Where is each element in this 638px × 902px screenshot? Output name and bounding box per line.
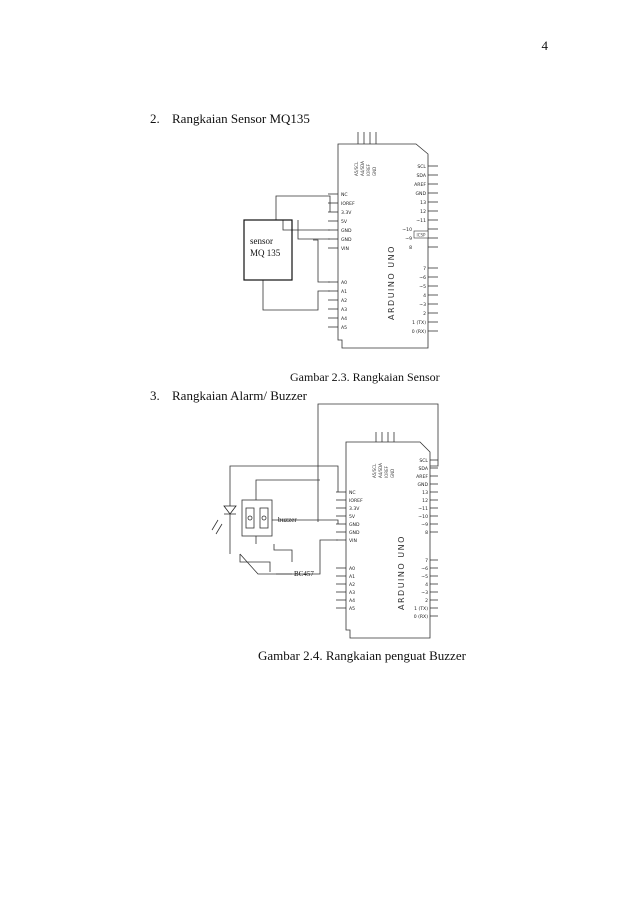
pin-label: ~5 — [421, 574, 428, 580]
pin-label: 8 — [409, 245, 412, 251]
pin-label: A3 — [349, 590, 355, 596]
pin-label: 5V — [341, 219, 348, 225]
pin-label: ~6 — [419, 275, 426, 281]
pin-label: 8 — [425, 530, 428, 536]
pin-label: IOREF — [384, 465, 389, 478]
pin-label: ~6 — [421, 566, 428, 572]
pin-label: ~10 — [418, 514, 428, 520]
pin-label: SCL — [417, 164, 426, 170]
pin-label: ~3 — [419, 302, 426, 308]
pin-label: SDA — [416, 173, 426, 179]
pin-label: A4 — [341, 316, 347, 322]
pin-label: A5/SCL — [372, 463, 377, 478]
section-3-number: 3. — [150, 388, 160, 403]
section-2-heading: 2. Rangkaian Sensor MQ135 — [150, 111, 310, 127]
sensor-label-line2: MQ 135 — [250, 248, 281, 258]
pin-label: 12 — [422, 498, 428, 504]
pin-label: ~9 — [421, 522, 428, 528]
pin-label: AREF — [416, 474, 428, 480]
pin-label: IOREF — [349, 498, 363, 504]
pin-label: ~5 — [419, 284, 426, 290]
pin-label: SDA — [418, 466, 428, 472]
pin-label: 5V — [349, 514, 356, 520]
section-3-title: Rangkaian Alarm/ Buzzer — [172, 388, 308, 403]
pin-label: A0 — [349, 566, 355, 572]
pin-label: 4 — [425, 582, 428, 588]
pin-label: 3.3V — [341, 210, 352, 216]
pin-label: GND — [349, 522, 360, 528]
pin-label: IOREF — [366, 163, 371, 176]
pin-label: A0 — [341, 280, 347, 286]
figure-2-4-caption: Gambar 2.4. Rangkaian penguat Buzzer — [258, 648, 466, 663]
pin-label: 0 (RX) — [412, 329, 427, 335]
pin-label: ~11 — [418, 506, 428, 512]
pin-label: VIN — [341, 246, 349, 252]
pin-label: GND — [417, 482, 428, 488]
figure-2-3-caption: Gambar 2.3. Rangkaian Sensor — [290, 370, 440, 384]
pin-label: 2 — [425, 598, 428, 604]
section-3-heading: 3. Rangkaian Alarm/ Buzzer — [150, 388, 307, 404]
pin-label: 1 (TX) — [414, 606, 428, 612]
buzzer-circuit-figure: buzzer BC457 ARDUINO UNO NC IOREF 3.3V 5… — [211, 403, 439, 639]
page-number: 4 — [541, 38, 549, 53]
pin-label: A5/SCL — [354, 161, 359, 176]
transistor-label: BC457 — [294, 570, 314, 578]
pin-label: 13 — [422, 490, 428, 496]
pin-label: GND — [341, 237, 352, 243]
pin-label: GND — [349, 530, 360, 536]
icsp-label: ICSP — [417, 233, 427, 238]
pin-label: ~11 — [416, 218, 426, 224]
section-2-title: Rangkaian Sensor MQ135 — [172, 111, 310, 126]
pin-label: ~10 — [402, 227, 412, 233]
pin-label: 2 — [423, 311, 426, 317]
pin-label: 13 — [420, 200, 426, 206]
pin-label: 7 — [425, 558, 428, 564]
pin-label: A1 — [349, 574, 355, 580]
pin-label: VIN — [349, 538, 357, 544]
pin-label: ~9 — [405, 236, 412, 242]
sensor-circuit-figure: ICSP sensor MQ 135 ARDUINO UNO NC IOREF … — [243, 132, 438, 349]
section-2-number: 2. — [150, 111, 160, 126]
pin-label: A4/SDA — [378, 463, 383, 478]
pin-label: GND — [390, 469, 395, 478]
pin-label: A5 — [349, 606, 355, 612]
pin-label: 12 — [420, 209, 426, 215]
pin-label: 7 — [423, 266, 426, 272]
buzzer-label: buzzer — [278, 516, 297, 524]
pin-label: GND — [415, 191, 426, 197]
pin-label: AREF — [414, 182, 426, 188]
pin-label: A3 — [341, 307, 347, 313]
pin-label: A2 — [349, 582, 355, 588]
pin-label: GND — [372, 167, 377, 176]
pin-label: A2 — [341, 298, 347, 304]
pin-label: A4/SDA — [360, 161, 365, 176]
pin-label: 0 (RX) — [414, 614, 429, 620]
board-brand-label: ARDUINO UNO — [397, 535, 406, 610]
pin-label: 1 (TX) — [412, 320, 426, 326]
pin-label: NC — [341, 192, 348, 198]
pin-label: A5 — [341, 325, 347, 331]
pin-label: 3.3V — [349, 506, 360, 512]
pin-label: A1 — [341, 289, 347, 295]
pin-label: SCL — [419, 458, 428, 464]
sensor-label-line1: sensor — [250, 236, 273, 246]
board-brand-label: ARDUINO UNO — [387, 245, 396, 320]
pin-label: A4 — [349, 598, 355, 604]
pin-label: ~3 — [421, 590, 428, 596]
pin-label: NC — [349, 490, 356, 496]
pin-label: GND — [341, 228, 352, 234]
pin-label: 4 — [423, 293, 426, 299]
pin-label: IOREF — [341, 201, 355, 207]
